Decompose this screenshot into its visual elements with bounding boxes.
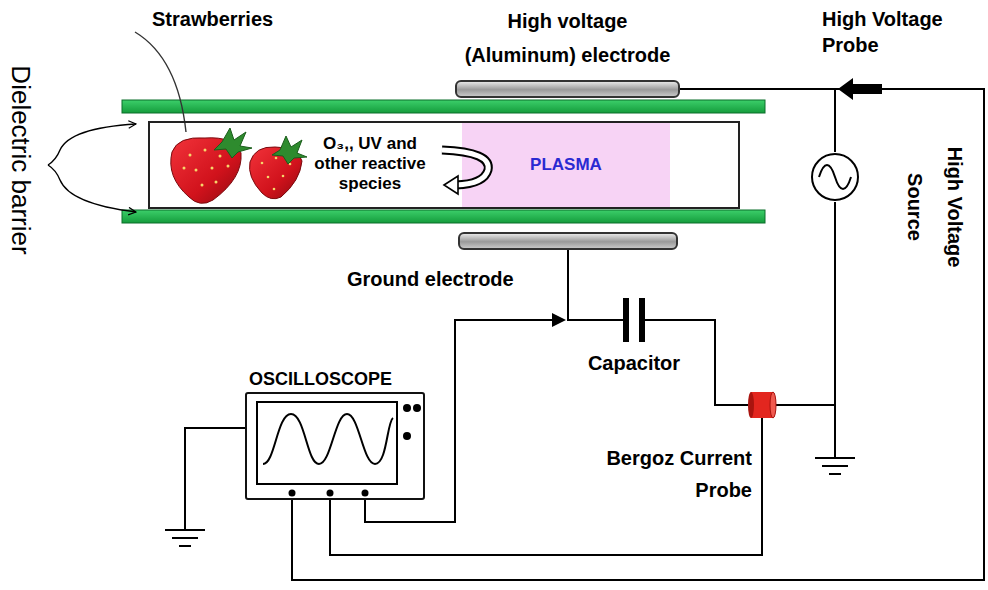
strawberry-seeds (183, 149, 230, 187)
capacitor-symbol (623, 298, 645, 342)
strawberry-calyx (214, 128, 252, 158)
dielectric-barrier-bottom (122, 210, 765, 223)
part-label: Strawberries (152, 8, 273, 31)
waveform (263, 414, 393, 464)
dielectric-barrier-top (122, 100, 765, 113)
capacitor-plate (623, 298, 629, 342)
leader-line (135, 32, 186, 132)
sine-symbol (819, 165, 851, 189)
probe-wire (292, 89, 984, 580)
terminal (327, 490, 334, 497)
ground-wire (776, 404, 835, 406)
current-probe-symbol (748, 392, 776, 418)
ground-electrode: Ground electrode (458, 232, 678, 250)
capacitor: Capacitor (623, 298, 645, 342)
wiring (165, 89, 984, 580)
node-label: Bergoz Current Probe (572, 442, 752, 506)
ac-source: High Voltage Source (810, 152, 860, 202)
hv-electrode: High voltage (Aluminum) electrode (455, 80, 680, 98)
node-label: PLASMA (530, 155, 602, 175)
knob (413, 404, 421, 412)
capacitor-plate (639, 298, 645, 342)
source-circle (812, 154, 858, 200)
treatment-chamber: PLASMA O₃,, UV and other reactive species (148, 121, 740, 209)
barrier-pointer (48, 124, 136, 165)
ground-wire (185, 428, 245, 530)
probe-arrowhead (552, 313, 566, 327)
node-label: High voltage (Aluminum) electrode (458, 4, 678, 72)
ground-wire (834, 202, 836, 458)
part-label: Dielectric barrier (5, 65, 36, 254)
oscilloscope-face (247, 394, 423, 498)
circuit-wire (568, 250, 623, 320)
strawberry-illustration (171, 128, 307, 203)
node-label: OSCILLOSCOPE (249, 369, 392, 390)
oscilloscope: OSCILLOSCOPE (245, 392, 425, 500)
ground-symbol (165, 530, 205, 546)
node-label: Ground electrode (347, 268, 514, 291)
knob (403, 432, 411, 440)
knob (403, 404, 411, 412)
part-label: High Voltage Probe (822, 6, 972, 58)
node-label: O₃,, UV and other reactive species (300, 134, 440, 194)
strawberry-calyx (272, 136, 307, 164)
probe-end (770, 392, 776, 418)
terminal (362, 490, 369, 497)
current-probe: Bergoz Current Probe (748, 392, 776, 418)
species-arrow (150, 123, 738, 207)
node-label: Capacitor (588, 352, 680, 375)
hv-probe-arrow (838, 78, 882, 100)
terminal (289, 490, 296, 497)
scope-screen (257, 402, 397, 484)
probe-end (748, 392, 754, 418)
ground-symbol (815, 458, 855, 474)
ac-source-symbol (810, 152, 860, 202)
species-arrow-head (444, 176, 458, 194)
plasma-region: PLASMA (462, 123, 670, 207)
barrier-pointer (48, 165, 136, 212)
node-label: High Voltage Source (895, 137, 975, 277)
